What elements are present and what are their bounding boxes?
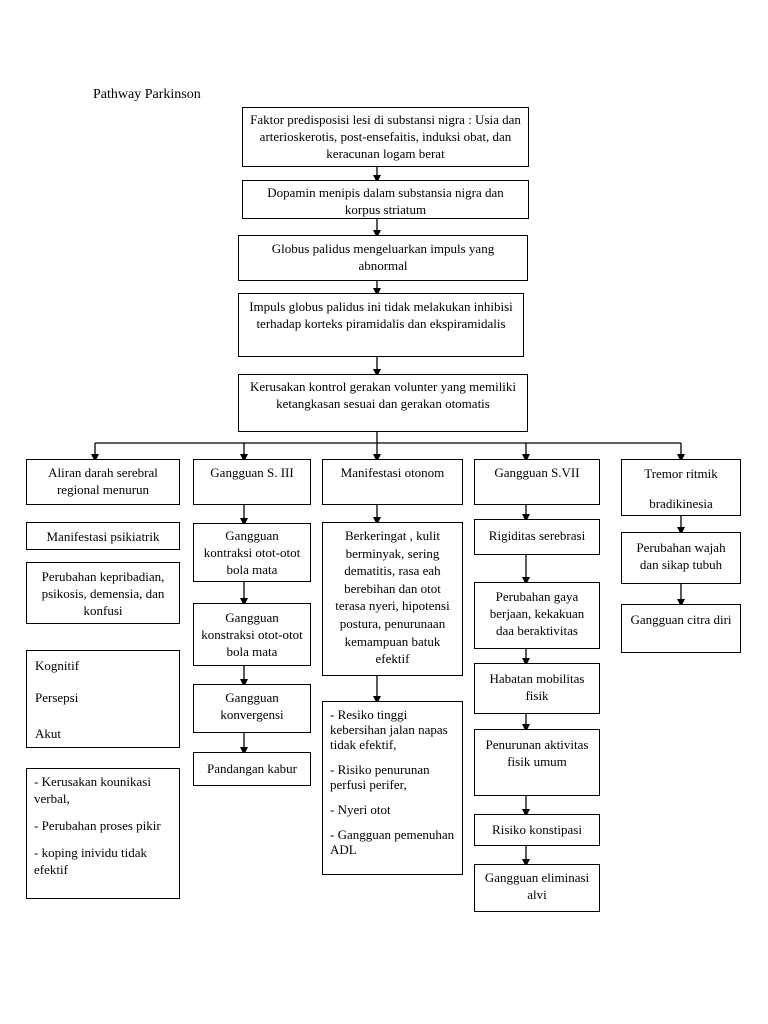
c2-box-4: Pandangan kabur — [193, 752, 311, 786]
c1-dx-box: - Kerusakan kounikasi verbal, - Perubaha… — [26, 768, 180, 899]
c1-psikiatrik-box: Manifestasi psikiatrik — [26, 522, 180, 550]
c5-head-box: Tremor ritmik bradikinesia — [621, 459, 741, 516]
c1-item-persepsi: Persepsi — [35, 690, 79, 705]
c4-box-2: Perubahan gaya berjaan, kekakuan daa ber… — [474, 582, 600, 649]
c2-head-box: Gangguan S. III — [193, 459, 311, 505]
c3-head-text: Manifestasi otonom — [340, 465, 445, 480]
chain-text-1: Faktor predisposisi lesi di substansi ni… — [250, 112, 521, 161]
c1-items-box: Kognitif Persepsi Akut — [26, 650, 180, 748]
c2-box-3: Gangguan konvergensi — [193, 684, 311, 733]
c1-dx-2: - Perubahan proses pikir — [34, 818, 161, 833]
chain-text-5: Kerusakan kontrol gerakan volunter yang … — [249, 379, 517, 411]
c3-dx-3: - Nyeri otot — [330, 802, 391, 817]
c3-dx-box: - Resiko tinggi kebersihan jalan napas t… — [322, 701, 463, 875]
c3-dx-4: - Gangguan pemenuhan ADL — [330, 827, 455, 857]
c3-box-1: Berkeringat , kulit berminyak, sering de… — [322, 522, 463, 676]
chain-box-4: Impuls globus palidus ini tidak melakuka… — [238, 293, 524, 357]
c4-text-6: Gangguan eliminasi alvi — [484, 870, 590, 902]
chain-text-4: Impuls globus palidus ini tidak melakuka… — [249, 299, 513, 331]
c1-dx-1: - Kerusakan kounikasi verbal, — [34, 774, 151, 806]
c2-text-4: Pandangan kabur — [207, 761, 297, 776]
c1-perubahan-box: Perubahan kepribadian, psikosis, demensi… — [26, 562, 180, 624]
c4-box-4: Penurunan aktivitas fisik umum — [474, 729, 600, 796]
chain-box-3: Globus palidus mengeluarkan impuls yang … — [238, 235, 528, 281]
chain-box-5: Kerusakan kontrol gerakan volunter yang … — [238, 374, 528, 432]
c2-box-2: Gangguan konstraksi otot-otot bola mata — [193, 603, 311, 666]
c2-text-2: Gangguan konstraksi otot-otot bola mata — [201, 610, 303, 659]
c4-head-text: Gangguan S.VII — [494, 465, 580, 480]
page-title: Pathway Parkinson — [93, 87, 201, 102]
c4-text-1: Rigiditas serebrasi — [488, 528, 586, 543]
c4-text-2: Perubahan gaya berjaan, kekakuan daa ber… — [489, 589, 585, 638]
c2-box-1: Gangguan kontraksi otot-otot bola mata — [193, 523, 311, 582]
c2-head-text: Gangguan S. III — [210, 465, 294, 480]
c1-head-text: Aliran darah serebral regional menurun — [48, 465, 158, 497]
c4-head-box: Gangguan S.VII — [474, 459, 600, 505]
c1-item-kognitif: Kognitif — [35, 658, 80, 673]
chain-box-1: Faktor predisposisi lesi di substansi ni… — [242, 107, 529, 167]
c1-dx-3: - koping inividu tidak efektif — [34, 845, 148, 877]
c5-box-1: Perubahan wajah dan sikap tubuh — [621, 532, 741, 584]
chain-text-2: Dopamin menipis dalam substansia nigra d… — [267, 185, 504, 217]
c1-item-akut: Akut — [35, 726, 61, 741]
c4-box-3: Habatan mobilitas fisik — [474, 663, 600, 714]
c4-text-5: Risiko konstipasi — [492, 822, 582, 837]
c2-text-1: Gangguan kontraksi otot-otot bola mata — [203, 528, 301, 577]
c4-box-5: Risiko konstipasi — [474, 814, 600, 846]
c5-box-2: Gangguan citra diri — [621, 604, 741, 653]
c4-box-6: Gangguan eliminasi alvi — [474, 864, 600, 912]
c3-dx-1: - Resiko tinggi kebersihan jalan napas t… — [330, 707, 448, 752]
c2-text-3: Gangguan konvergensi — [220, 690, 284, 722]
c4-text-3: Habatan mobilitas fisik — [489, 671, 585, 703]
c1-psikiatrik-text: Manifestasi psikiatrik — [46, 529, 160, 544]
chain-text-3: Globus palidus mengeluarkan impuls yang … — [271, 241, 495, 273]
c1-head-box: Aliran darah serebral regional menurun — [26, 459, 180, 505]
c3-dx-2: - Risiko penurunan perfusi perifer, — [330, 762, 430, 792]
c5-head-text-2: bradikinesia — [649, 496, 713, 511]
c5-text-2: Gangguan citra diri — [630, 612, 732, 627]
c4-text-4: Penurunan aktivitas fisik umum — [485, 737, 589, 769]
c5-text-1: Perubahan wajah dan sikap tubuh — [636, 540, 726, 572]
c3-head-box: Manifestasi otonom — [322, 459, 463, 505]
c4-box-1: Rigiditas serebrasi — [474, 519, 600, 555]
c1-perubahan-text: Perubahan kepribadian, psikosis, demensi… — [41, 569, 165, 618]
chain-box-2: Dopamin menipis dalam substansia nigra d… — [242, 180, 529, 219]
c3-text-1: Berkeringat , kulit berminyak, sering de… — [335, 528, 450, 667]
c5-head-text-1: Tremor ritmik — [644, 466, 718, 481]
